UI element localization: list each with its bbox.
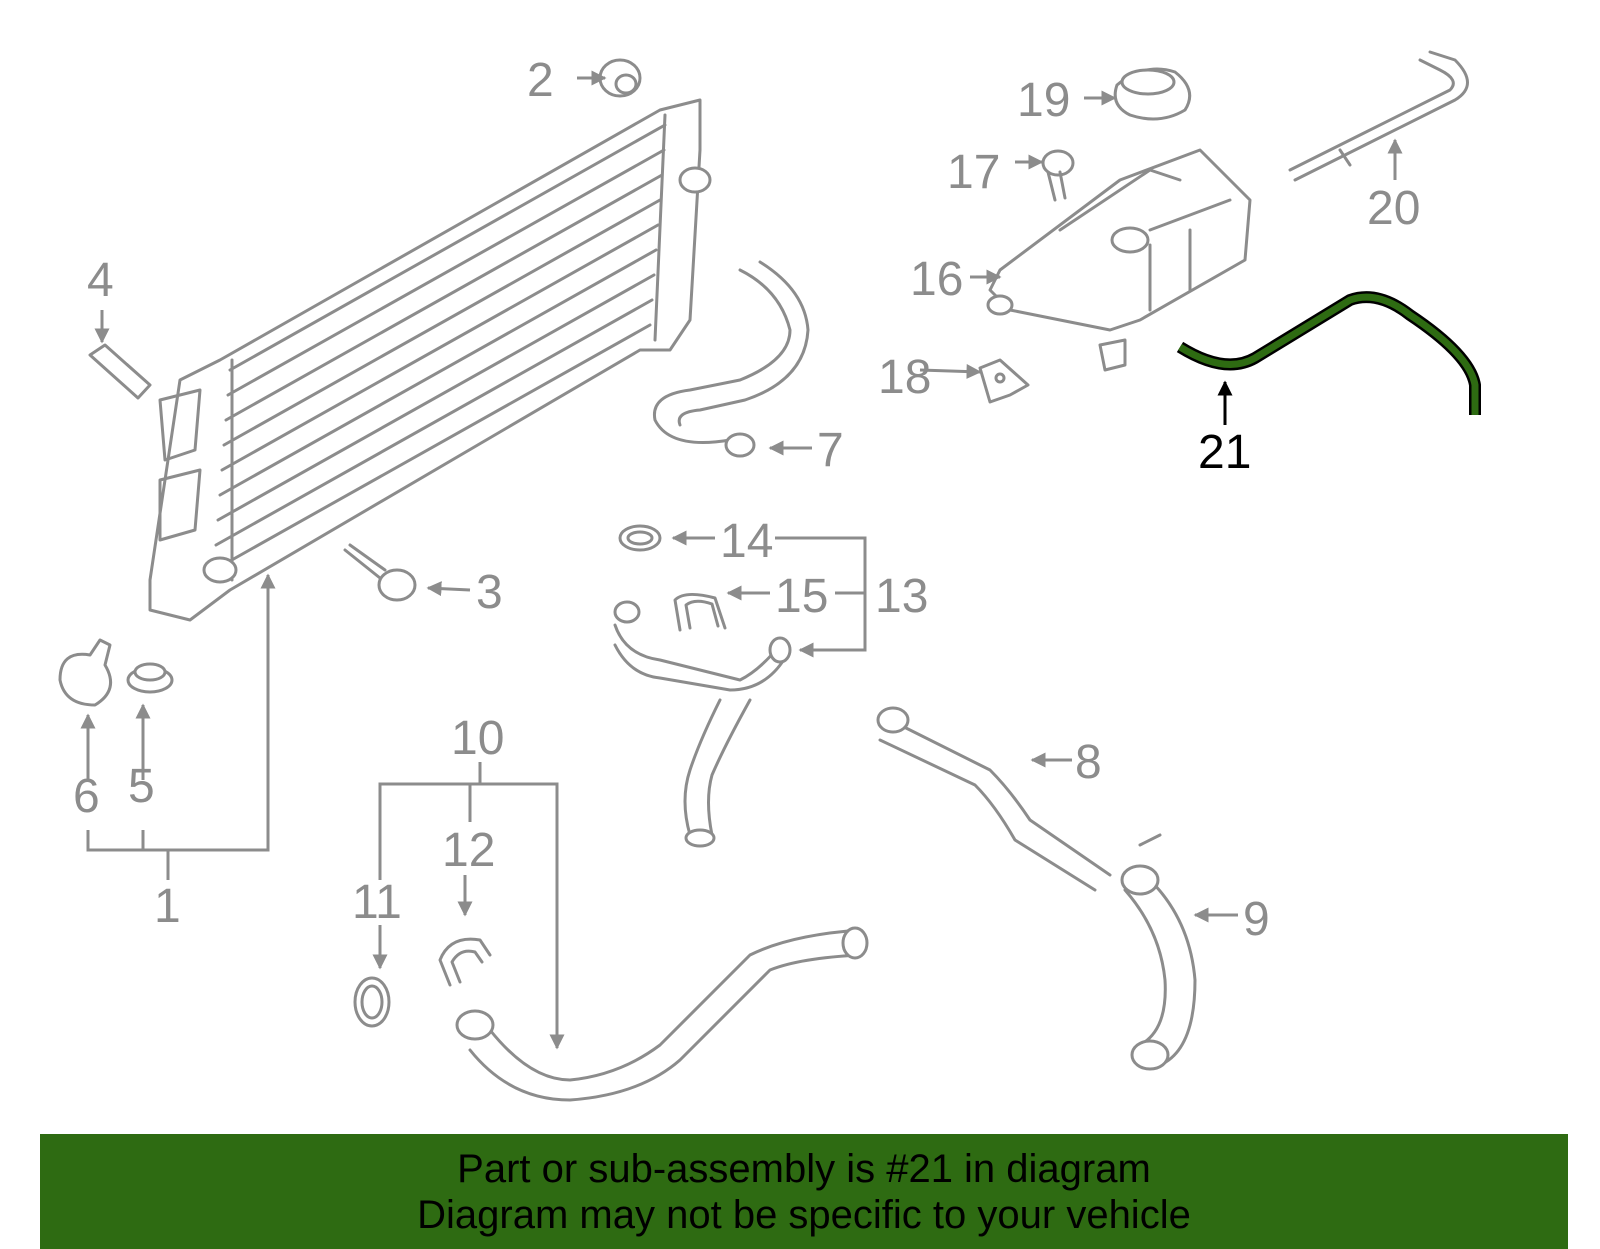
callout-15: 15 [775,570,828,623]
tube-part-4 [88,343,152,400]
callout-8: 8 [1075,736,1102,789]
leader-lines [80,70,1403,1050]
callout-3: 3 [476,566,503,619]
radiator-part [148,98,712,622]
callout-13: 13 [875,570,928,623]
callout-17: 17 [947,146,1000,199]
callout-21: 21 [1198,426,1251,479]
callout-14: 14 [720,515,773,568]
oring-part-14 [618,524,662,552]
callout-1: 1 [154,880,181,933]
bushing-part-2 [598,58,642,98]
callout-19: 19 [1017,74,1070,127]
banner-line-2: Diagram may not be specific to your vehi… [417,1193,1191,1237]
cap-part-19 [1113,67,1192,121]
clip-part-12 [438,937,492,987]
callout-labels: 2 4 3 7 19 17 16 18 20 21 14 15 13 8 9 6… [73,54,1420,946]
callout-4: 4 [87,254,114,307]
reservoir-part-16 [986,148,1252,372]
hose-part-9 [1120,864,1197,1071]
callout-10: 10 [451,712,504,765]
callout-16: 16 [910,253,963,306]
banner-line-1: Part or sub-assembly is #21 in diagram [457,1147,1151,1191]
hose-part-7 [652,260,810,458]
hose-part-10 [455,926,869,1102]
bolt-part-17 [1041,149,1075,202]
diagram-notice-banner: Part or sub-assembly is #21 in diagram D… [40,1134,1568,1249]
oring-part-11 [353,976,391,1028]
callout-2: 2 [527,54,554,107]
callout-12: 12 [442,824,495,877]
callout-9: 9 [1243,893,1270,946]
bolt-part-3 [343,543,417,602]
callout-20: 20 [1367,182,1420,235]
bracket-part-6 [58,638,113,707]
grommet-part-5 [126,662,174,694]
callout-6: 6 [73,770,100,823]
callout-18: 18 [878,351,931,404]
hose-part-20 [1288,50,1469,182]
hose-assembly-part-13 [613,600,792,848]
callout-11: 11 [352,876,402,929]
clip-part-18 [978,358,1030,404]
callout-7: 7 [817,424,844,477]
tube-part-8 [876,706,1162,892]
hose-part-21-highlighted [1176,291,1481,415]
callout-5: 5 [128,760,155,813]
clip-part-15 [673,593,727,632]
